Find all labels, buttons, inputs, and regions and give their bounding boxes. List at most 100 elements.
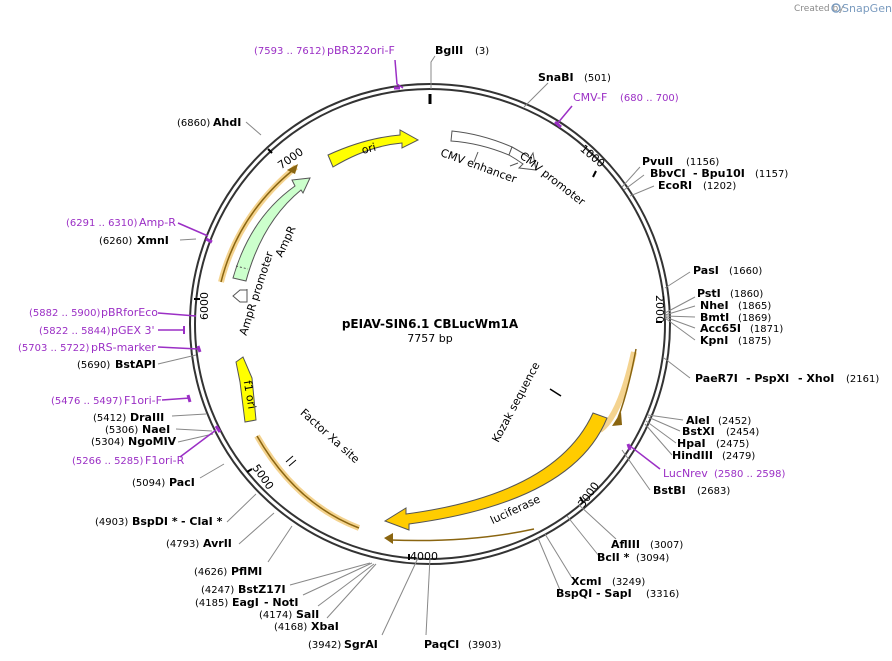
ampr-promoter-feature (232, 289, 248, 303)
site-snabi-name: SnaBI (538, 71, 574, 84)
cmv-promoter-feature (508, 146, 537, 171)
site-afliii-pos: (3007) (650, 540, 683, 551)
site-bstapi-pos: (5690) (77, 360, 110, 371)
factor-xa-label: Factor Xa site (298, 406, 362, 466)
site-bglii-name: BglII (435, 44, 463, 57)
primer-marks (157, 59, 661, 470)
site-bmti-name: BmtI (700, 311, 729, 324)
site-avrii-name: AvrII (203, 537, 232, 550)
site-naei-pos: (5306) (105, 425, 138, 436)
primer-lucnrev-name: LucNrev (663, 467, 708, 480)
site-pspxi-name: - PspXI (746, 372, 789, 385)
site-pasi-name: PasI (693, 264, 719, 277)
primer-pbr322ori-f-range: (7593 .. 7612) (254, 46, 326, 57)
primer-cmv-f-name: CMV-F (573, 91, 607, 104)
site-paqci-name: PaqCI (424, 638, 459, 651)
cmv-enhancer-feature (450, 130, 513, 156)
site-alei-pos: (2452) (718, 416, 751, 427)
site-psti-name: PstI (697, 287, 721, 300)
site-avrii-pos: (4793) (166, 539, 199, 550)
site-bspqi-name: BspQI (556, 587, 592, 600)
plasmid-size: 7757 bp (407, 332, 452, 345)
site-bglii-pos: (3) (475, 46, 489, 57)
primer-amp-r-range: (6291 .. 6310) (66, 218, 138, 229)
site-bspqi-pos: (3316) (646, 589, 679, 600)
site-clai-name: - ClaI * (181, 515, 223, 528)
site-paer7i-name: PaeR7I (695, 372, 738, 385)
site-bcli-name: BclI * (597, 551, 630, 564)
site-draiii-pos: (5412) (93, 413, 126, 424)
site-kpni-name: KpnI (700, 334, 728, 347)
kozak-mark (549, 388, 562, 397)
ori-label: ori (360, 141, 377, 157)
ori-feature (327, 129, 420, 168)
ampr-feature (232, 177, 311, 282)
site-sali-pos: (4174) (259, 610, 292, 621)
site-naei-name: NaeI (142, 423, 170, 436)
luciferase-outer-orf (389, 528, 535, 542)
site-ecori-pos: (1202) (703, 181, 736, 192)
bp-ticks (194, 148, 662, 560)
primer-f1ori-f-name: F1ori-F (124, 394, 162, 407)
site-xcmi-name: XcmI (571, 575, 602, 588)
site-bpu10i-name: - Bpu10I (693, 167, 745, 180)
site-pvuii-name: PvuII (642, 155, 673, 168)
site-pvuii-pos: (1156) (686, 157, 719, 168)
site-bstz17i-pos: (4247) (201, 585, 234, 596)
factor-xa-orf-line (256, 435, 360, 529)
primer-prs-marker-range: (5703 .. 5722) (18, 343, 90, 354)
site-acc65i-pos: (1871) (750, 324, 783, 335)
site-snabi-pos: (501) (584, 73, 611, 84)
site-xbai-pos: (4168) (274, 622, 307, 633)
luciferase-orf-line (617, 348, 637, 419)
site-eagi-pos: (4185) (195, 598, 228, 609)
bp-tick-labels: 1000 2000 3000 4000 5000 6000 7000 (198, 142, 666, 563)
factor-xa-mark-b (288, 459, 297, 467)
site-pasi-pos: (1660) (729, 266, 762, 277)
site-sgrai-pos: (3942) (308, 640, 341, 651)
tick-2000: 2000 (653, 295, 666, 323)
site-ahdi-name: AhdI (213, 116, 241, 129)
site-bstxi-name: BstXI (682, 425, 715, 438)
snapgene-logo-icon (831, 3, 841, 13)
site-noti-name: - NotI (264, 596, 299, 609)
site-bcli-pos: (3094) (636, 553, 669, 564)
site-xhoi-name: - XhoI (798, 372, 834, 385)
site-hindiii-name: HindIII (672, 449, 713, 462)
site-bbvci-pos: (1157) (755, 169, 788, 180)
site-bspdi-name: BspDI * (132, 515, 178, 528)
site-paer7i-pos: (2161) (846, 374, 879, 385)
luciferase-orf-arrowhead (612, 412, 622, 426)
site-alei-name: AleI (686, 414, 710, 427)
site-psti-pos: (1860) (730, 289, 763, 300)
site-sali-name: SalI (296, 608, 319, 621)
tick-6000: 6000 (198, 292, 211, 320)
site-pflmi-pos: (4626) (194, 567, 227, 578)
primer-f1ori-r-name: F1ori-R (145, 454, 185, 467)
tick-4000: 4000 (410, 550, 438, 563)
f1-ori-feature (235, 356, 257, 423)
site-nhei-pos: (1865) (738, 301, 771, 312)
site-ngomiv-pos: (5304) (91, 437, 124, 448)
primer-f1ori-f-range: (5476 .. 5497) (51, 396, 123, 407)
site-xcmi-pos: (3249) (612, 577, 645, 588)
site-leaders (157, 55, 696, 636)
site-bstapi-name: BstAPI (115, 358, 156, 371)
site-sgrai-name: SgrAI (344, 638, 378, 651)
primer-labels: (7593 .. 7612) pBR322ori-F CMV-F (680 ..… (18, 44, 786, 480)
kozak-label: Kozak sequence (489, 360, 542, 445)
cmv-promoter-leader (509, 162, 519, 167)
site-paci-name: PacI (169, 476, 195, 489)
ampr-orf-arrowhead (287, 164, 298, 174)
primer-amp-r-name: Amp-R (139, 216, 176, 229)
luciferase-orf-glow (598, 351, 637, 433)
site-eagi-name: EagI (232, 596, 259, 609)
site-acc65i-name: Acc65I (700, 322, 741, 335)
site-hindiii-pos: (2479) (722, 451, 755, 462)
site-sapi-name: - SapI (596, 587, 632, 600)
site-bstbi-name: BstBI (653, 484, 686, 497)
site-hpai-name: HpaI (677, 437, 706, 450)
ampr-orf-line (220, 169, 294, 283)
site-draiii-name: DraIII (130, 411, 164, 424)
